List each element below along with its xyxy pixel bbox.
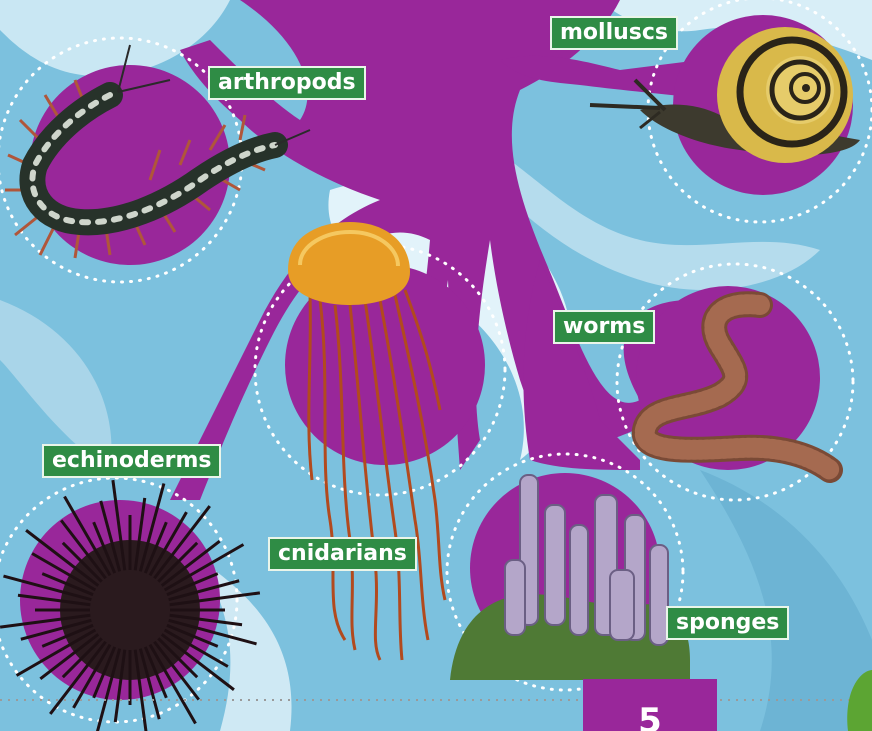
label-cnidarians: cnidarians bbox=[268, 537, 417, 571]
label-molluscs: molluscs bbox=[550, 16, 678, 50]
label-echinoderms: echinoderms bbox=[42, 444, 221, 478]
label-arthropods: arthropods bbox=[208, 66, 366, 100]
label-worms: worms bbox=[553, 310, 655, 344]
page-number: 5 bbox=[583, 679, 717, 731]
label-sponges: sponges bbox=[666, 606, 789, 640]
